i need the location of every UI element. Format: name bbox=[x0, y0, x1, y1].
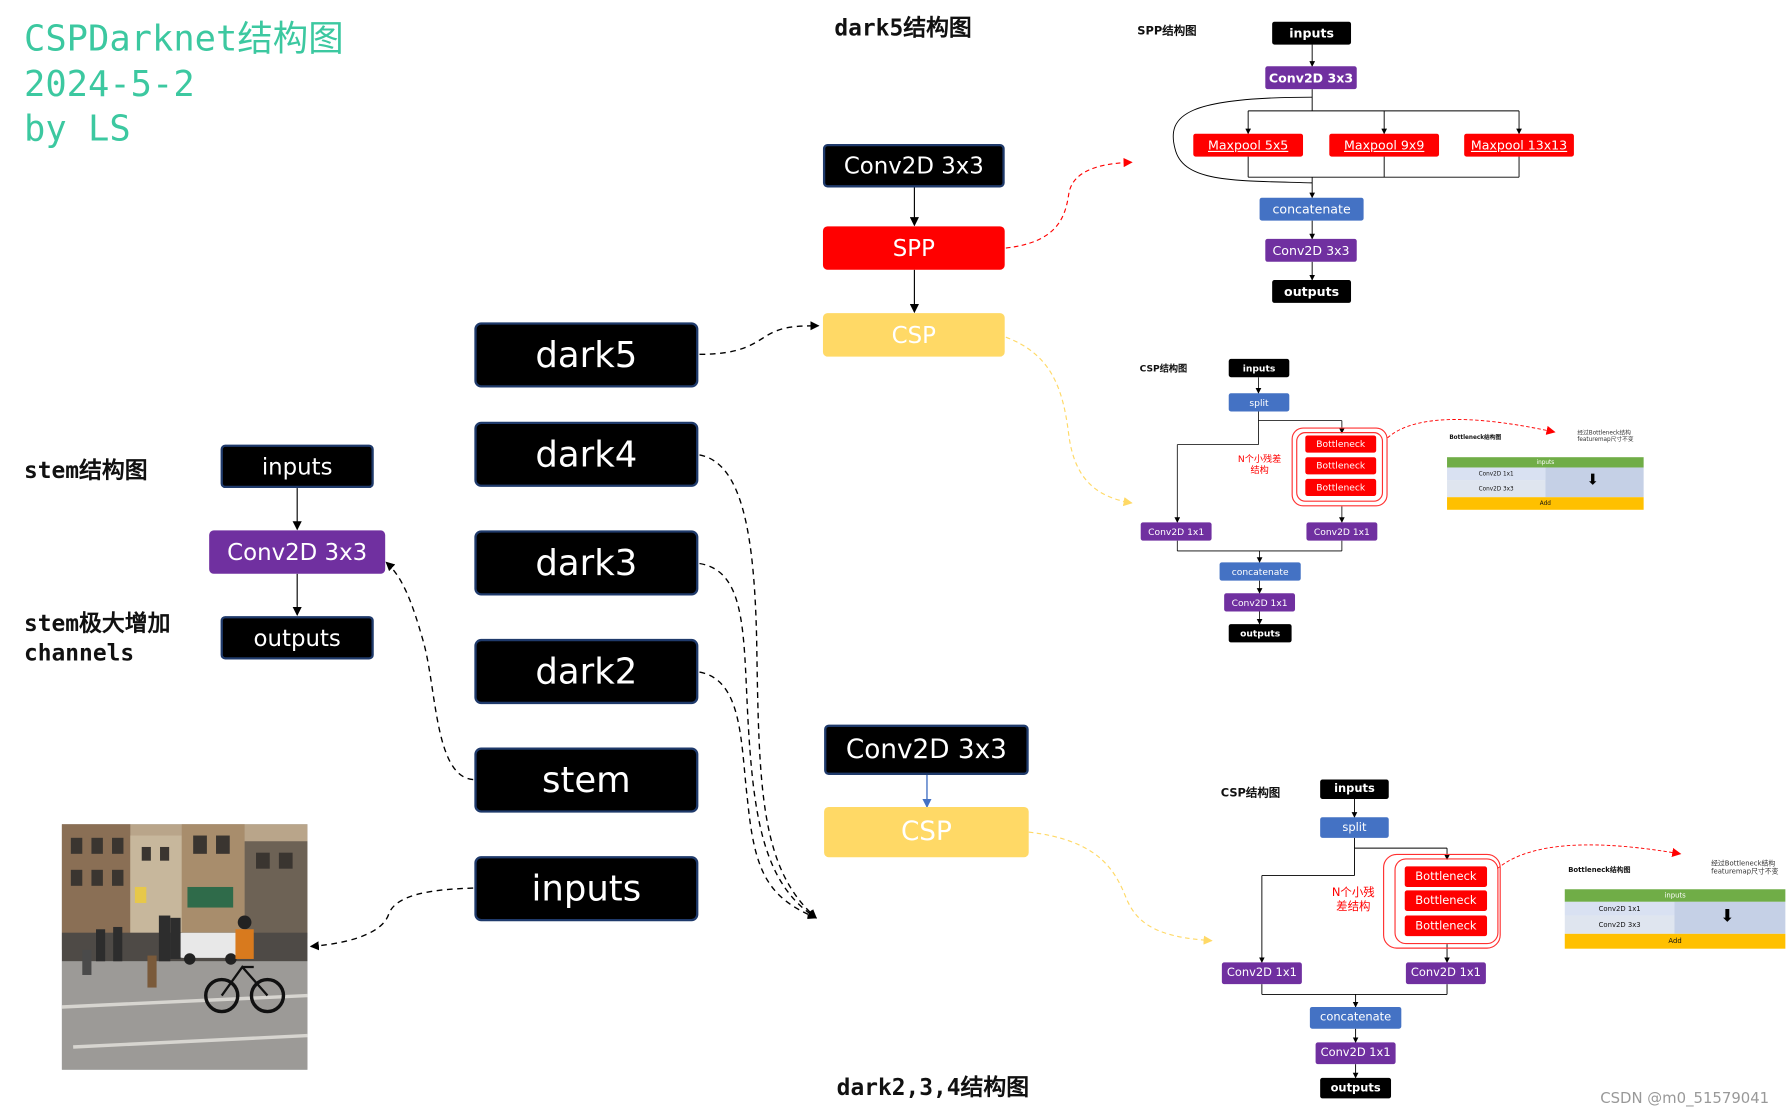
csp-large-conv-left: Conv2D 1x1 bbox=[1221, 962, 1302, 985]
spp-pool-5: Maxpool 5x5 bbox=[1193, 133, 1304, 157]
dark5-link bbox=[699, 321, 820, 356]
csp-small-bottleneck-3: Bottleneck bbox=[1305, 478, 1377, 497]
csp-large-table-add: Add bbox=[1564, 933, 1786, 949]
header-title: CSPDarknet结构图 bbox=[24, 18, 344, 60]
csp-small-table-inputs: inputs bbox=[1447, 457, 1644, 468]
dark3-link bbox=[699, 562, 818, 919]
spp-concat: concatenate bbox=[1259, 197, 1364, 221]
header-author: by LS bbox=[24, 108, 131, 150]
dark234-csp: CSP bbox=[824, 806, 1029, 858]
csp-small-bottleneck-1: Bottleneck bbox=[1305, 435, 1377, 453]
stem-outputs: outputs bbox=[220, 616, 374, 660]
input-image bbox=[61, 824, 308, 1070]
csp-small-conv-out: Conv2D 1x1 bbox=[1224, 593, 1296, 612]
csp-large-split: split bbox=[1320, 817, 1389, 838]
dark5-spp: SPP bbox=[822, 226, 1005, 270]
spp-pool-9: Maxpool 9x9 bbox=[1329, 133, 1440, 157]
stem-note: stem极大增加channels bbox=[24, 609, 171, 667]
spp-outputs: outputs bbox=[1272, 280, 1352, 303]
dark4-link bbox=[699, 454, 817, 919]
backbone-dark4: dark4 bbox=[474, 421, 699, 487]
csp-large-conv-right: Conv2D 1x1 bbox=[1405, 962, 1486, 985]
csp-large-bottleneck-group bbox=[1383, 853, 1501, 949]
csp-large-title: CSP结构图 bbox=[1220, 787, 1281, 801]
spp-conv-top: Conv2D 3x3 bbox=[1265, 66, 1357, 90]
csp-large-table-row2: Conv2D 3x3 bbox=[1564, 915, 1675, 934]
csp-top-link bbox=[1005, 336, 1133, 507]
backbone-stem: stem bbox=[474, 747, 699, 813]
csp-small-split: split bbox=[1228, 393, 1290, 412]
csp-small-bottleneck-2: Bottleneck bbox=[1305, 457, 1377, 475]
csp-large-bottleneck-1: Bottleneck bbox=[1404, 866, 1488, 887]
csp-large-bottleneck-note: 经过Bottleneck结构featuremap尺寸不变 bbox=[1711, 859, 1779, 876]
spp-title: SPP结构图 bbox=[1137, 25, 1197, 38]
csp-large-bottleneck-3: Bottleneck bbox=[1404, 915, 1488, 937]
csp-large-table-row1: Conv2D 1x1 bbox=[1564, 901, 1675, 916]
csp-small-table-row2: Conv2D 3x3 bbox=[1447, 480, 1546, 498]
csp-small-table-side bbox=[1545, 467, 1644, 498]
csp-large-bottleneck-title: Bottleneck结构图 bbox=[1568, 866, 1631, 875]
backbone-dark3: dark3 bbox=[474, 530, 699, 596]
csp-small-bottleneck-title: Bottleneck结构图 bbox=[1449, 434, 1502, 442]
csp-small-lines bbox=[1174, 377, 1345, 625]
dark5-conv: Conv2D 3x3 bbox=[822, 144, 1005, 188]
dark234-section-title: dark2,3,4结构图 bbox=[836, 1073, 1030, 1101]
csp-small-table-row1: Conv2D 1x1 bbox=[1447, 467, 1546, 481]
csp-small-title: CSP结构图 bbox=[1139, 363, 1188, 374]
spp-pool-13: Maxpool 13x13 bbox=[1464, 133, 1574, 157]
stem-link bbox=[385, 561, 474, 781]
csp-large-outputs: outputs bbox=[1320, 1077, 1392, 1099]
backbone-dark5: dark5 bbox=[474, 322, 699, 388]
dark5-section-title: dark5结构图 bbox=[834, 13, 972, 42]
csp-large-bottleneck-table: inputs Conv2D 1x1 Conv2D 3x3 ⬇ Add bbox=[1564, 889, 1786, 949]
csp-large-lines bbox=[1259, 798, 1450, 1079]
dark234-conv: Conv2D 3x3 bbox=[824, 724, 1029, 775]
csp-small-conv-right: Conv2D 1x1 bbox=[1306, 522, 1378, 541]
stem-conv: Conv2D 3x3 bbox=[209, 530, 386, 574]
csp-large-inputs: inputs bbox=[1320, 779, 1389, 799]
csp-small-bottleneck-group bbox=[1291, 427, 1388, 507]
csp-large-down-arrow-icon: ⬇ bbox=[1720, 905, 1735, 926]
spp-inputs: inputs bbox=[1272, 21, 1352, 45]
csp-small-concat: concatenate bbox=[1219, 562, 1301, 581]
header-date: 2024-5-2 bbox=[24, 64, 195, 106]
csp-small-bottleneck-link bbox=[1387, 419, 1556, 439]
csp-small-bottleneck-inner bbox=[1296, 432, 1384, 502]
csp-small-bottleneck-table: inputs Conv2D 1x1 Conv2D 3x3 ⬇ Add bbox=[1447, 457, 1644, 510]
csp-small-table-add: Add bbox=[1447, 497, 1644, 510]
csp-large-bottleneck-inner bbox=[1394, 858, 1499, 945]
csp-small-residual-note: N个小残差结构 bbox=[1237, 453, 1282, 476]
csp-small-bottleneck-note: 经过Bottleneck结构featuremap尺寸不变 bbox=[1577, 429, 1634, 444]
csp-large-residual-note: N个小残差结构 bbox=[1331, 886, 1375, 914]
watermark: CSDN @m0_51579041 bbox=[1600, 1090, 1770, 1108]
csp-large-conv-out: Conv2D 1x1 bbox=[1315, 1042, 1396, 1065]
dark2-link bbox=[699, 671, 818, 920]
csp-large-table-inputs: inputs bbox=[1564, 889, 1786, 902]
csp-small-outputs: outputs bbox=[1228, 624, 1292, 643]
spp-conv-bottom: Conv2D 3x3 bbox=[1265, 238, 1357, 262]
stem-section-title: stem结构图 bbox=[24, 456, 148, 484]
spp-lines bbox=[1172, 44, 1522, 281]
csp-small-conv-left: Conv2D 1x1 bbox=[1140, 522, 1212, 541]
backbone-inputs: inputs bbox=[474, 856, 699, 922]
csp-large-bottleneck-2: Bottleneck bbox=[1404, 890, 1488, 911]
inputs-link bbox=[309, 887, 474, 951]
csp-large-concat: concatenate bbox=[1309, 1006, 1402, 1029]
csp-small-down-arrow-icon: ⬇ bbox=[1586, 472, 1599, 490]
spp-link bbox=[1005, 158, 1133, 249]
csp-small-inputs: inputs bbox=[1228, 358, 1290, 378]
stem-inputs: inputs bbox=[220, 444, 374, 489]
csp-bottom-link bbox=[1028, 831, 1213, 945]
dark5-csp: CSP bbox=[822, 313, 1005, 357]
csp-large-table-side bbox=[1674, 901, 1786, 934]
backbone-dark2: dark2 bbox=[474, 638, 699, 705]
